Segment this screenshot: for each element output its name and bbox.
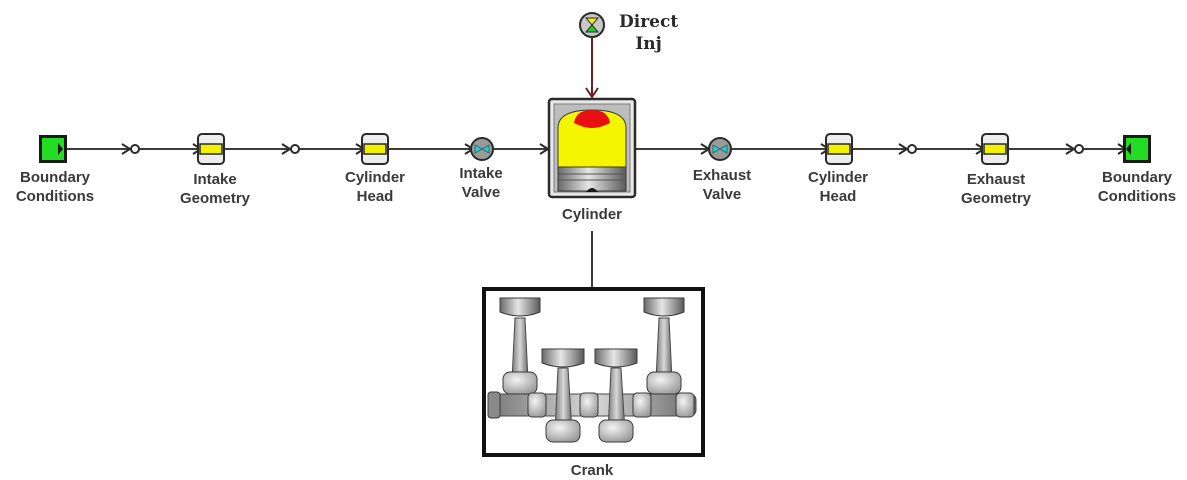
intake-valve-label: Intake Valve — [459, 164, 502, 202]
label-line: Inj — [635, 34, 662, 54]
crank-label: Crank — [571, 461, 614, 480]
boundary-left-label: Boundary Conditions — [16, 168, 94, 206]
label-line: Valve — [702, 186, 742, 203]
label-line: Conditions — [1097, 188, 1177, 205]
pipe-icon[interactable] — [197, 133, 225, 165]
label-line: Valve — [461, 184, 501, 201]
pipe-icon[interactable] — [361, 133, 389, 165]
pipe-icon[interactable] — [981, 133, 1009, 165]
pipe-icon[interactable] — [825, 133, 853, 165]
label-line: Head — [356, 188, 394, 205]
valve-icon[interactable] — [470, 137, 494, 161]
label-line: Head — [819, 188, 857, 205]
cylinder-head-right-label: Cylinder Head — [808, 168, 868, 206]
orifice-icon — [130, 144, 1084, 154]
exhaust-valve-label: Exhaust Valve — [693, 166, 751, 204]
label-line: Exhaust — [692, 167, 752, 184]
valve-icon[interactable] — [708, 137, 732, 161]
label-line: Cylinder — [344, 169, 406, 186]
label-line: Crank — [570, 462, 614, 479]
label-line: Boundary — [1101, 169, 1173, 186]
label-line: Intake — [193, 171, 237, 188]
injector-link-arrow — [585, 37, 599, 99]
label-line: Exhaust — [966, 171, 1026, 188]
boundary-right-label: Boundary Conditions — [1098, 168, 1176, 206]
crankshaft-icon[interactable] — [482, 287, 705, 457]
cylinder-icon[interactable] — [547, 97, 637, 199]
cylinder-head-left-label: Cylinder Head — [345, 168, 405, 206]
label-line: Cylinder — [561, 206, 623, 223]
exhaust-geometry-label: Exhaust Geometry — [961, 170, 1031, 208]
label-line: Geometry — [960, 190, 1032, 207]
direct-inj-label: Direct Inj — [619, 11, 678, 55]
cylinder-label: Cylinder — [562, 205, 622, 224]
intake-geometry-label: Intake Geometry — [180, 170, 250, 208]
label-line: Cylinder — [807, 169, 869, 186]
injector-icon[interactable] — [579, 12, 605, 38]
boundary-condition-icon[interactable] — [1123, 135, 1151, 163]
label-line: Conditions — [15, 188, 95, 205]
label-line: Direct — [619, 12, 679, 32]
label-line: Boundary — [19, 169, 91, 186]
label-line: Intake — [459, 165, 503, 182]
boundary-condition-icon[interactable] — [39, 135, 67, 163]
label-line: Geometry — [179, 190, 251, 207]
